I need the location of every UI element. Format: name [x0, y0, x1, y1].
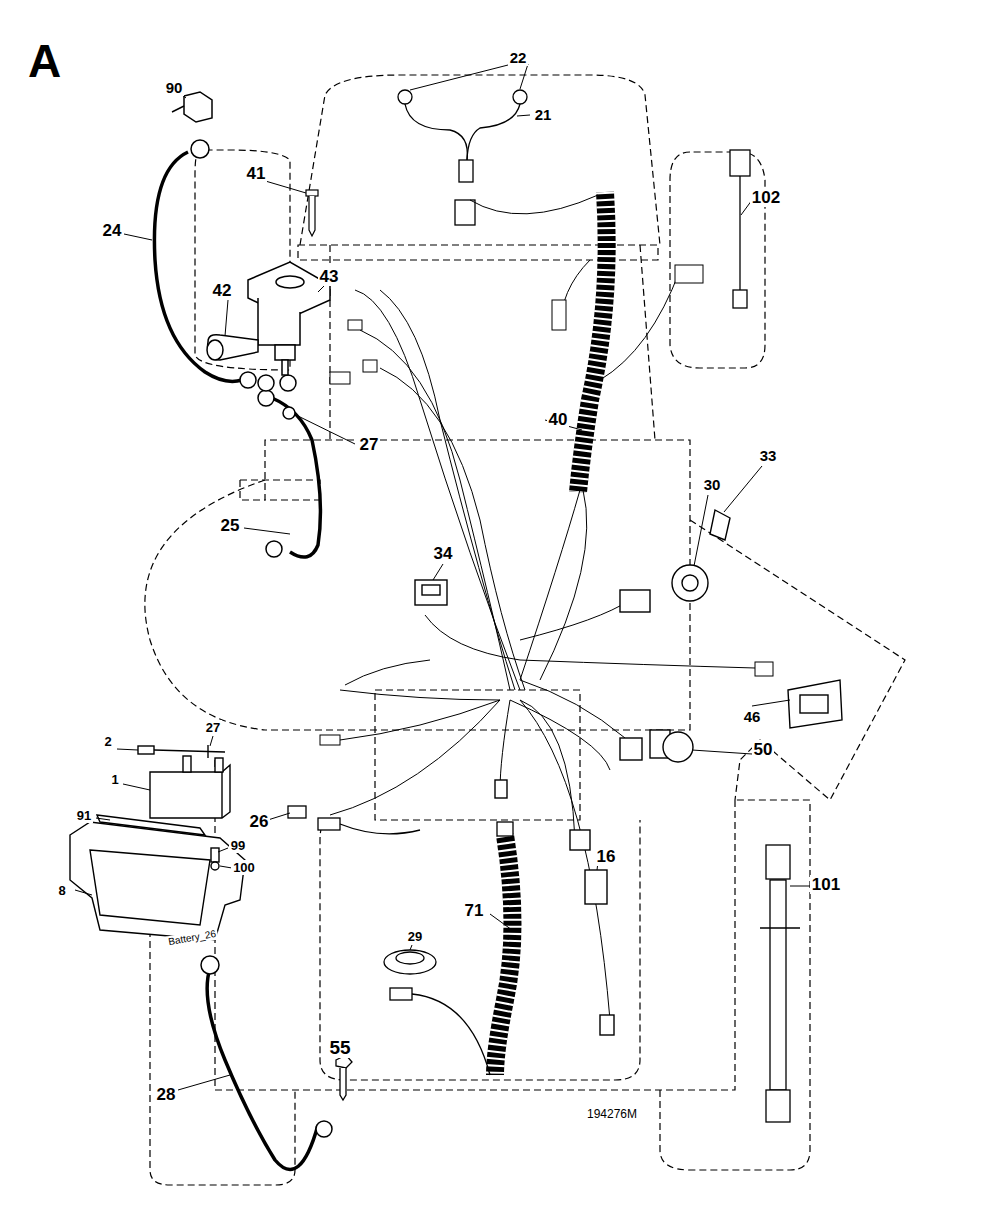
callout-number: 42: [211, 281, 234, 300]
drawing-number: 194276M: [585, 1107, 639, 1121]
callout-number: 30: [702, 476, 723, 493]
callout-number: 29: [406, 929, 424, 944]
callout-number: 50: [752, 740, 775, 759]
callout-number: 27: [358, 435, 381, 454]
callout-number: 33: [758, 447, 779, 464]
callout-number: 21: [533, 106, 554, 123]
callout-number: 46: [742, 708, 763, 725]
callout-number: 41: [245, 164, 268, 183]
callout-number: 25: [219, 516, 242, 535]
callout-number: 1: [109, 772, 120, 787]
figure-letter: A: [28, 38, 61, 84]
callout-number: 102: [750, 188, 782, 207]
callout-number: 71: [463, 901, 486, 920]
callout-number: 34: [432, 544, 455, 563]
callout-number: 16: [595, 847, 618, 866]
callout-number: 43: [318, 267, 341, 286]
callout-number: 2: [102, 734, 113, 749]
callout-number: 90: [164, 79, 185, 96]
callout-number: 8: [56, 883, 67, 898]
callout-number: 101: [810, 875, 842, 894]
callout-number: 22: [508, 49, 529, 66]
callout-number: 27: [204, 720, 222, 735]
callout-number: 99: [229, 838, 247, 853]
callout-number: 55: [327, 1037, 352, 1058]
callout-number: 26: [248, 812, 271, 831]
callout-number: 91: [75, 808, 93, 823]
callout-number: 40: [547, 410, 570, 429]
callout-number: 24: [101, 221, 124, 240]
callout-number: 28: [155, 1085, 178, 1104]
callout-number: 100: [231, 860, 257, 875]
